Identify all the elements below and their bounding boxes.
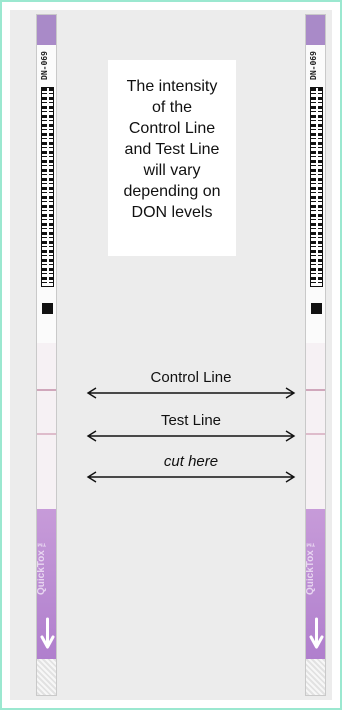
down-arrow-icon: [309, 617, 324, 649]
strip-read-window: [306, 343, 325, 509]
note-line: and Test Line: [124, 141, 220, 158]
strip-brand: QuickTox ™: [36, 536, 47, 596]
barcode-icon: [41, 87, 54, 287]
test-line-label: Test Line: [160, 412, 222, 429]
note-line: depending on: [123, 183, 221, 200]
strip-test-line: [37, 433, 56, 435]
cut-here-label: cut here: [163, 453, 219, 470]
strip-code: DN-069: [40, 51, 49, 81]
strip-marker-square: [42, 303, 53, 314]
note-line: Control Line: [128, 120, 216, 137]
diagram-panel: DN-069 QuickTox ™ DN-069 QuickTox ™: [10, 10, 332, 700]
double-arrow-icon: [86, 471, 296, 483]
strip-brand: QuickTox ™: [305, 536, 316, 596]
strip-marker-square: [311, 303, 322, 314]
note-line: The intensity: [126, 78, 218, 95]
strip-sample-pad: [306, 659, 325, 695]
strip-handle-band: [306, 509, 325, 659]
test-strip-right: DN-069 QuickTox ™: [305, 14, 326, 696]
barcode-icon: [310, 87, 323, 287]
strip-test-line: [306, 433, 325, 435]
intensity-note: The intensity of the Control Line and Te…: [108, 60, 236, 256]
strip-control-line: [37, 389, 56, 391]
strip-sample-pad: [37, 659, 56, 695]
strip-control-line: [306, 389, 325, 391]
test-strip-left: DN-069 QuickTox ™: [36, 14, 57, 696]
note-line: DON levels: [131, 204, 213, 221]
double-arrow-icon: [86, 430, 296, 442]
control-line-callout: Control Line: [86, 369, 296, 399]
cut-here-callout: cut here: [86, 453, 296, 483]
strip-code: DN-069: [309, 51, 318, 81]
note-line: of the: [151, 99, 193, 116]
control-line-label: Control Line: [150, 369, 232, 386]
double-arrow-icon: [86, 387, 296, 399]
intensity-note-text: The intensity of the Control Line and Te…: [108, 76, 236, 223]
note-line: will vary: [143, 162, 201, 179]
strip-top-band: [37, 15, 56, 45]
strip-top-band: [306, 15, 325, 45]
strip-read-window: [37, 343, 56, 509]
strip-handle-band: [37, 509, 56, 659]
down-arrow-icon: [40, 617, 55, 649]
test-line-callout: Test Line: [86, 412, 296, 442]
